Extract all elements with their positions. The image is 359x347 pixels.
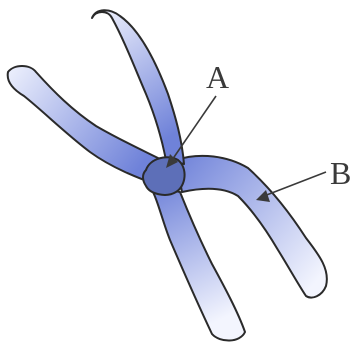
chromatid-arm-upper-left xyxy=(8,66,162,186)
centromere xyxy=(143,157,185,195)
label-a: A xyxy=(206,59,229,95)
label-b-leader-line xyxy=(264,172,326,196)
chromatid-arm-lower xyxy=(150,186,245,341)
label-b: B xyxy=(330,155,351,191)
